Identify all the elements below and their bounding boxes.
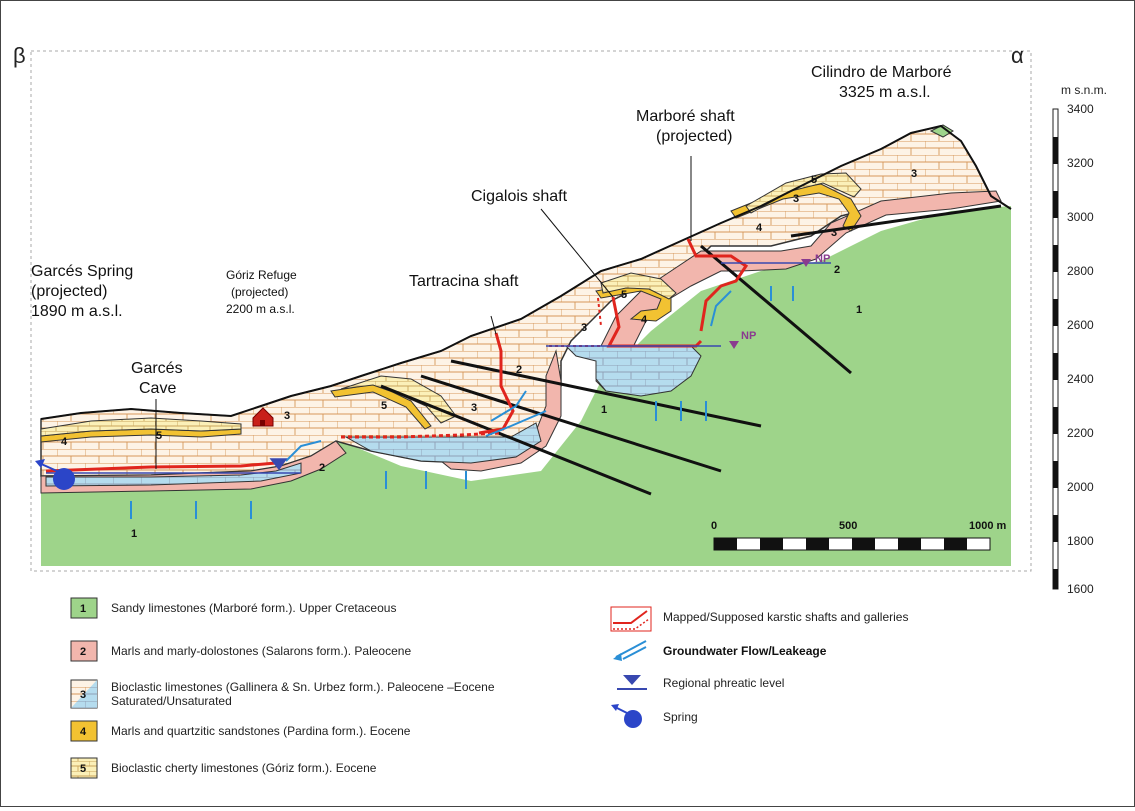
svg-text:3: 3: [581, 322, 587, 334]
svg-text:2: 2: [319, 462, 325, 474]
svg-text:Sandy limestones (Marboré form: Sandy limestones (Marboré form.). Upper …: [111, 601, 396, 615]
svg-text:5: 5: [811, 174, 817, 186]
legend-item-shafts: Mapped/Supposed karstic shafts and galle…: [611, 607, 908, 631]
garces-spring-sub: (projected): [31, 283, 107, 300]
legend-item-groundwater-flow: Groundwater Flow/Leakeage: [613, 641, 827, 661]
svg-text:1: 1: [131, 528, 137, 540]
svg-text:Marls and quartzitic sandstone: Marls and quartzitic sandstones (Pardina…: [111, 724, 411, 738]
svg-text:4: 4: [80, 726, 87, 738]
svg-text:5: 5: [80, 763, 86, 775]
garces-cave-name: Garcés: [131, 360, 183, 377]
cilindro-name: Cilindro de Marboré: [811, 64, 952, 81]
elevation-axis: m s.n.m. 3400 3200 3000 2800 2600 2400 2…: [1053, 83, 1107, 596]
goriz-refuge-sub: (projected): [231, 285, 288, 299]
svg-text:2600: 2600: [1067, 318, 1094, 332]
svg-text:2000: 2000: [1067, 480, 1094, 494]
legend-item-phreatic-level: Regional phreatic level: [617, 675, 784, 690]
svg-text:3: 3: [80, 689, 86, 701]
svg-text:2800: 2800: [1067, 264, 1094, 278]
svg-text:1: 1: [80, 603, 86, 615]
legend-item-unit-3: 3 Bioclastic limestones (Gallinera & Sn.…: [71, 680, 495, 708]
svg-text:3200: 3200: [1067, 156, 1094, 170]
svg-text:Regional phreatic level: Regional phreatic level: [663, 676, 784, 690]
scale-label-500: 500: [839, 520, 857, 532]
marbore-shaft-name: Marboré shaft: [636, 108, 735, 125]
svg-text:Marls and marly-dolostones (Sa: Marls and marly-dolostones (Salarons for…: [111, 644, 411, 658]
svg-text:5: 5: [621, 289, 627, 301]
svg-text:Bioclastic limestones (Galline: Bioclastic limestones (Gallinera & Sn. U…: [111, 680, 495, 694]
svg-text:3: 3: [284, 410, 290, 422]
svg-text:2: 2: [80, 646, 86, 658]
svg-text:3: 3: [793, 193, 799, 205]
legend-right: Mapped/Supposed karstic shafts and galle…: [611, 607, 908, 728]
svg-text:2400: 2400: [1067, 372, 1094, 386]
scale-label-0: 0: [711, 520, 717, 532]
svg-text:3: 3: [831, 227, 837, 239]
cigalois-shaft-label: Cigalois shaft: [471, 188, 568, 205]
svg-text:1: 1: [601, 404, 607, 416]
legend-item-unit-2: 2 Marls and marly-dolostones (Salarons f…: [71, 641, 411, 661]
svg-text:3: 3: [911, 168, 917, 180]
svg-text:Saturated/Unsaturated: Saturated/Unsaturated: [111, 694, 232, 708]
svg-text:4: 4: [641, 314, 648, 326]
svg-text:5: 5: [156, 430, 162, 442]
elevation-tick-labels: 3400 3200 3000 2800 2600 2400 2200 2000 …: [1067, 102, 1094, 596]
elevation-unit: m s.n.m.: [1061, 83, 1107, 97]
goriz-refuge-alt: 2200 m a.s.l.: [226, 302, 295, 316]
tartracina-shaft-label: Tartracina shaft: [409, 273, 519, 290]
beta-corner-label: β: [13, 43, 26, 68]
svg-text:2: 2: [516, 364, 522, 376]
svg-text:3000: 3000: [1067, 210, 1094, 224]
garces-spring-alt: 1890 m a.s.l.: [31, 303, 123, 320]
svg-text:3: 3: [471, 402, 477, 414]
scale-label-1000: 1000 m: [969, 520, 1007, 532]
svg-text:4: 4: [61, 436, 68, 448]
cilindro-altitude: 3325 m a.s.l.: [839, 84, 931, 101]
legend-item-spring: Spring: [611, 704, 698, 728]
svg-text:2: 2: [834, 264, 840, 276]
svg-text:Mapped/Supposed karstic shafts: Mapped/Supposed karstic shafts and galle…: [663, 610, 908, 624]
svg-text:5: 5: [381, 400, 387, 412]
svg-text:3400: 3400: [1067, 102, 1094, 116]
svg-text:1: 1: [856, 304, 862, 316]
svg-text:1600: 1600: [1067, 582, 1094, 596]
svg-text:2200: 2200: [1067, 426, 1094, 440]
svg-text:Spring: Spring: [663, 710, 698, 724]
legend-left: 1 Sandy limestones (Marboré form.). Uppe…: [71, 598, 495, 778]
garces-cave-sub: Cave: [139, 380, 176, 397]
legend-item-unit-1: 1 Sandy limestones (Marboré form.). Uppe…: [71, 598, 396, 618]
svg-text:Bioclastic cherty limestones (: Bioclastic cherty limestones (Góriz form…: [111, 761, 377, 775]
marbore-shaft-sub: (projected): [656, 128, 732, 145]
np-label-lower: NP: [741, 330, 756, 342]
legend-item-unit-4: 4 Marls and quartzitic sandstones (Pardi…: [71, 721, 411, 741]
alpha-corner-label: α: [1011, 43, 1024, 68]
garces-spring-name: Garcés Spring: [31, 263, 133, 280]
svg-text:4: 4: [756, 222, 763, 234]
np-label-upper: NP: [815, 253, 830, 265]
svg-text:Groundwater Flow/Leakeage: Groundwater Flow/Leakeage: [663, 644, 827, 658]
svg-text:1800: 1800: [1067, 534, 1094, 548]
goriz-refuge-name: Góriz Refuge: [226, 268, 297, 282]
legend-item-unit-5: 5 Bioclastic cherty limestones (Góriz fo…: [71, 758, 377, 778]
